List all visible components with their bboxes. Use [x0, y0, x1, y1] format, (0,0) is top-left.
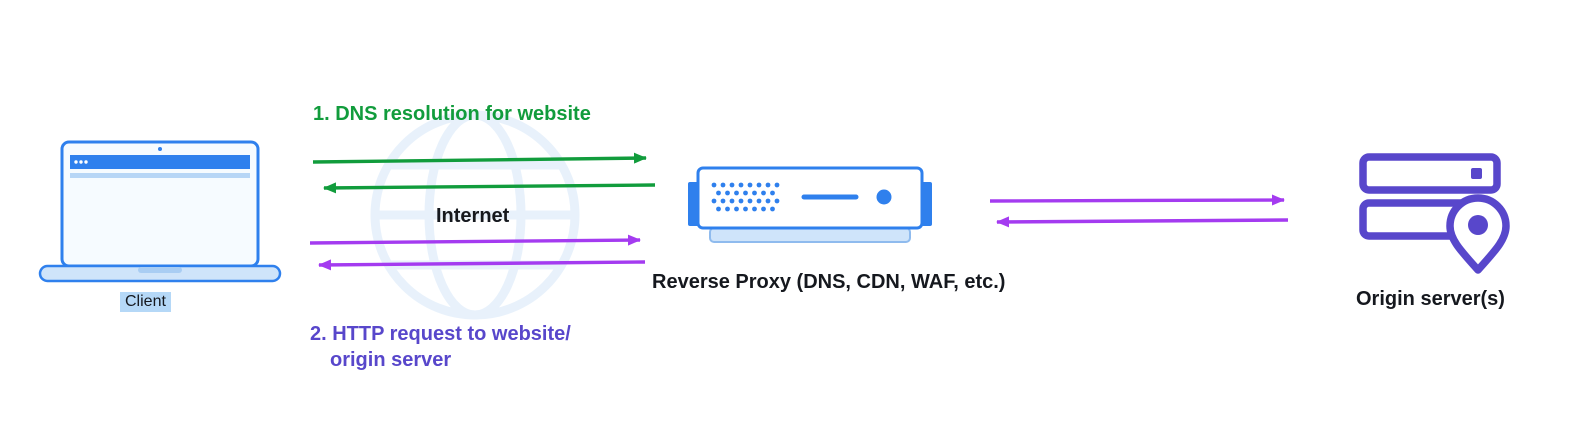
http-step-label: 2. HTTP request to website/ origin serve… — [310, 321, 571, 373]
internet-label: Internet — [436, 205, 510, 227]
laptop-base — [38, 264, 282, 283]
origin-to-proxy-arrow — [996, 216, 1289, 228]
proxy-to-origin-arrow — [989, 194, 1285, 206]
proxy-origin-arrows — [989, 194, 1289, 228]
server-unit-top — [1359, 153, 1501, 194]
reverse-proxy-icon — [688, 166, 932, 243]
laptop-toolbar — [70, 173, 250, 178]
proxy-dot-pattern — [711, 182, 780, 212]
location-pin-icon — [1446, 194, 1510, 274]
origin-label: Origin server(s) — [1356, 288, 1505, 310]
reverse-proxy-label: Reverse Proxy (DNS, CDN, WAF, etc.) — [652, 271, 1006, 293]
laptop-title-bar — [70, 155, 250, 169]
server-led-dot — [1471, 168, 1482, 179]
laptop-icon — [38, 140, 282, 283]
origin-server-icon — [1359, 153, 1510, 274]
laptop-notch — [138, 267, 182, 273]
http-step-line1: 2. HTTP request to website/ — [310, 323, 571, 345]
dns-step-label: 1. DNS resolution for website — [313, 103, 591, 125]
http-step-line2: origin server — [330, 349, 452, 371]
proxy-base — [709, 227, 911, 243]
client-label: Client — [120, 292, 171, 312]
laptop-camera-dot — [158, 147, 162, 151]
proxy-indicator-dot — [876, 189, 892, 205]
